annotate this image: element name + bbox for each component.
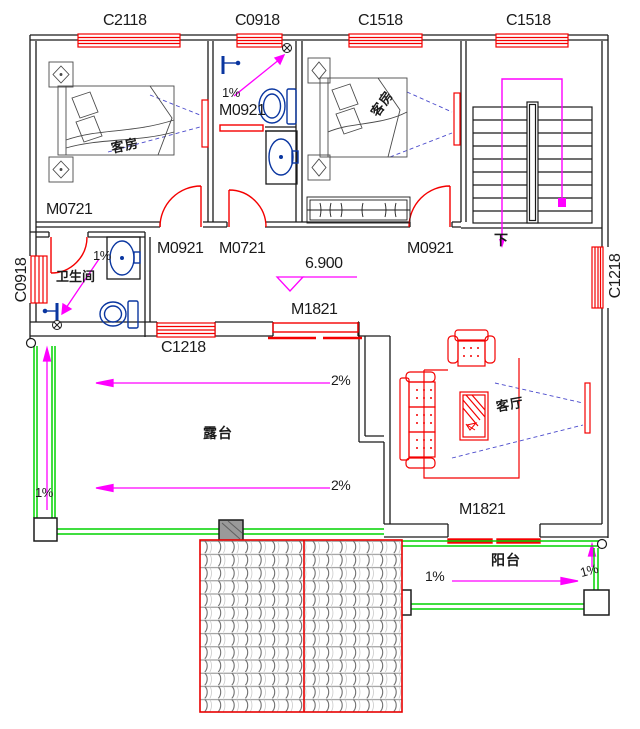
shower-icon — [42, 303, 59, 320]
slope-arrow — [233, 53, 286, 97]
shower-icon — [221, 56, 241, 74]
staircase — [472, 101, 593, 224]
slope-arrow — [95, 483, 330, 493]
door-label-hall-b: M0721 — [219, 240, 266, 257]
survey-point-icon — [596, 538, 608, 550]
slope-arrow — [61, 258, 100, 316]
nightstand-icon — [48, 156, 74, 183]
window-label-c1518-b: C1518 — [506, 12, 551, 29]
door-label-hall-a: M0921 — [157, 240, 204, 257]
window-label-c1218-hall: C1218 — [161, 339, 206, 356]
door-label-shower-room: M0921 — [219, 102, 266, 119]
slope-label-terrace-left: 1% — [35, 485, 53, 500]
roof-below — [199, 539, 403, 713]
walls — [29, 34, 609, 538]
slope-label-terrace-b: 2% — [331, 477, 351, 493]
door-bedroom2-icon — [408, 185, 451, 228]
room-label-balcony: 阳台 — [491, 552, 521, 568]
tv-icons — [201, 92, 591, 434]
window-c2118-icon — [77, 33, 181, 48]
bed-icon — [319, 77, 408, 158]
door-label-terrace: M1821 — [291, 301, 338, 318]
floor-drain-icon — [282, 43, 292, 53]
bedroom1-furniture — [48, 61, 175, 183]
stair-down-label: 下 — [494, 232, 508, 248]
door-terrace-sliding-icon — [268, 322, 362, 340]
shower-partition — [219, 124, 264, 132]
door-label-hall-c: M0921 — [407, 240, 454, 257]
sofa-icon — [399, 371, 436, 469]
sofa-set — [399, 329, 520, 479]
corner-post — [33, 517, 58, 542]
window-c0918-left-icon — [30, 255, 48, 304]
slope-arrow — [42, 345, 52, 510]
window-label-c1218-right: C1218 — [607, 253, 624, 299]
armchair-icon — [447, 329, 496, 367]
window-label-c2118: C2118 — [103, 12, 147, 29]
bed-icon — [57, 85, 175, 156]
slope-label-terrace-a: 2% — [331, 372, 351, 388]
room-label-bathroom: 卫生间 — [56, 269, 96, 284]
window-c1518-b-icon — [495, 33, 569, 48]
slope-arrow — [452, 576, 579, 586]
corner-post — [583, 589, 610, 616]
slope-arrow — [95, 378, 330, 388]
toilet-icon — [99, 300, 139, 329]
elevation-marker-icon — [275, 276, 357, 292]
window-label-c0918-left: C0918 — [13, 257, 30, 303]
door-bath-lower-icon — [50, 236, 88, 274]
slope-arrows — [42, 53, 597, 586]
bedroom2-furniture — [306, 57, 411, 224]
floor-drains — [52, 43, 292, 330]
sink-icon — [268, 138, 299, 176]
nightstand-icon — [307, 57, 331, 84]
tv-icon — [201, 99, 209, 148]
window-c1518-a-icon — [348, 33, 423, 48]
coffee-table-icon — [459, 391, 489, 441]
toilet-icon — [258, 88, 297, 125]
window-label-c0918-top: C0918 — [235, 12, 280, 29]
door-bedroom1-icon — [159, 185, 202, 228]
door-label-balcony: M1821 — [459, 501, 506, 518]
plumbing-fixtures — [42, 56, 299, 329]
door-label-bath-lower: M0721 — [46, 201, 93, 218]
slope-label-balcony-a: 1% — [425, 568, 445, 584]
wardrobe-icon — [306, 196, 411, 224]
tv-icon — [584, 382, 591, 434]
window-c1218-right-icon — [591, 246, 604, 309]
sink-icon — [109, 240, 141, 276]
stair-direction-line — [499, 78, 566, 248]
window-c1218-hall-icon — [156, 322, 216, 338]
window-label-c1518-a: C1518 — [358, 12, 403, 29]
nightstand-icon — [48, 61, 74, 88]
room-label-terrace: 露台 — [203, 425, 233, 441]
survey-point-icon — [25, 337, 37, 349]
tv-icon — [453, 92, 461, 146]
door-shower-room-icon — [228, 189, 267, 228]
column-icon — [218, 519, 244, 543]
nightstand-icon — [307, 154, 331, 181]
windows-red-hatch — [30, 33, 604, 338]
window-c0918-top-icon — [236, 33, 283, 48]
slope-label-bath-lower: 1% — [93, 248, 111, 263]
slope-label-shower-room: 1% — [222, 85, 240, 100]
elevation-value: 6.900 — [305, 255, 343, 272]
floor-drain-icon — [52, 320, 62, 330]
